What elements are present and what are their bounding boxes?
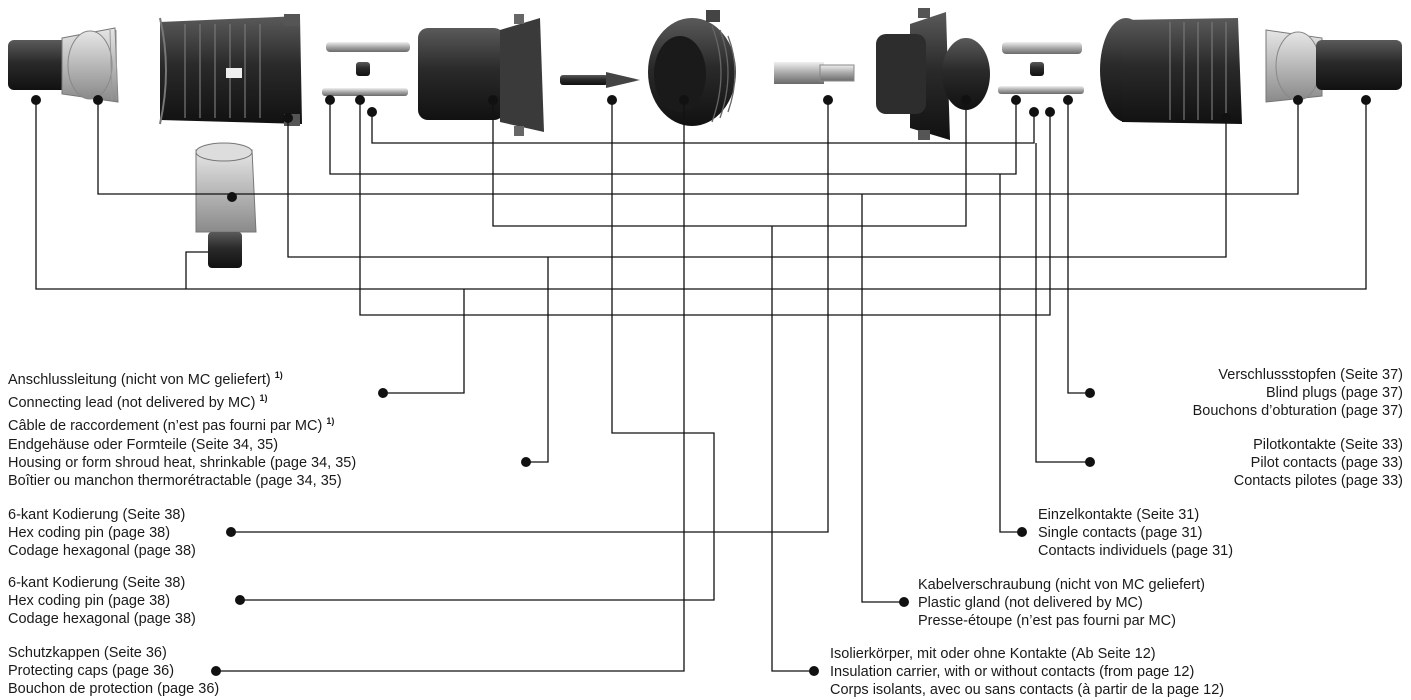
label-protecting-caps-dot: [211, 666, 221, 676]
label-single-contacts-dot: [1017, 527, 1027, 537]
label-hex-coding-2: 6-kant Kodierung (Seite 38) Hex coding p…: [8, 574, 196, 628]
flange-insert-part: [876, 8, 990, 140]
hex-coding-pin-part: [774, 62, 854, 84]
coding-pin-left-part: [560, 72, 640, 88]
label-hex-coding-1-dot: [226, 527, 236, 537]
label-fr: Câble de raccordement (n’est pas fourni …: [8, 412, 334, 435]
insert-body-part: [418, 14, 544, 136]
label-en: Connecting lead (not delivered by MC) 1): [8, 389, 334, 412]
lower-gland-part: [196, 143, 256, 268]
right-gland-part: [1266, 30, 1322, 102]
left-contacts-part: [322, 42, 410, 96]
label-blind-plugs-dot: [1085, 388, 1095, 398]
label-hex-coding-2-dot: [235, 595, 245, 605]
label-pilot-contacts-dot: [1085, 457, 1095, 467]
label-housing-dot: [521, 457, 531, 467]
label-insulation-carrier-dot: [809, 666, 819, 676]
right-cable-part: [1316, 40, 1402, 90]
left-gland-part: [62, 28, 118, 102]
threaded-receptacle-part: [648, 10, 736, 126]
label-blind-plugs: Verschlussstopfen (Seite 37) Blind plugs…: [1193, 366, 1403, 420]
label-de: Anschlussleitung (nicht von MC geliefert…: [8, 366, 334, 389]
label-plastic-gland-dot: [899, 597, 909, 607]
label-single-contacts: Einzelkontakte (Seite 31) Single contact…: [1038, 506, 1233, 560]
label-housing: Endgehäuse oder Formteile (Seite 34, 35)…: [8, 436, 356, 490]
label-connecting-lead: Anschlussleitung (nicht von MC geliefert…: [8, 366, 334, 434]
label-hex-coding-1: 6-kant Kodierung (Seite 38) Hex coding p…: [8, 506, 196, 560]
label-plastic-gland: Kabelverschraubung (nicht von MC geliefe…: [918, 576, 1205, 630]
left-housing-part: [160, 14, 302, 126]
label-connecting-lead-dot: [378, 388, 388, 398]
label-insulation-carrier: Isolierkörper, mit oder ohne Kontakte (A…: [830, 645, 1224, 699]
right-housing-part: [1100, 18, 1242, 124]
right-contacts-part: [998, 42, 1084, 94]
left-cable-part: [8, 40, 70, 90]
label-protecting-caps: Schutzkappen (Seite 36) Protecting caps …: [8, 644, 219, 698]
label-pilot-contacts: Pilotkontakte (Seite 33) Pilot contacts …: [1234, 436, 1403, 490]
